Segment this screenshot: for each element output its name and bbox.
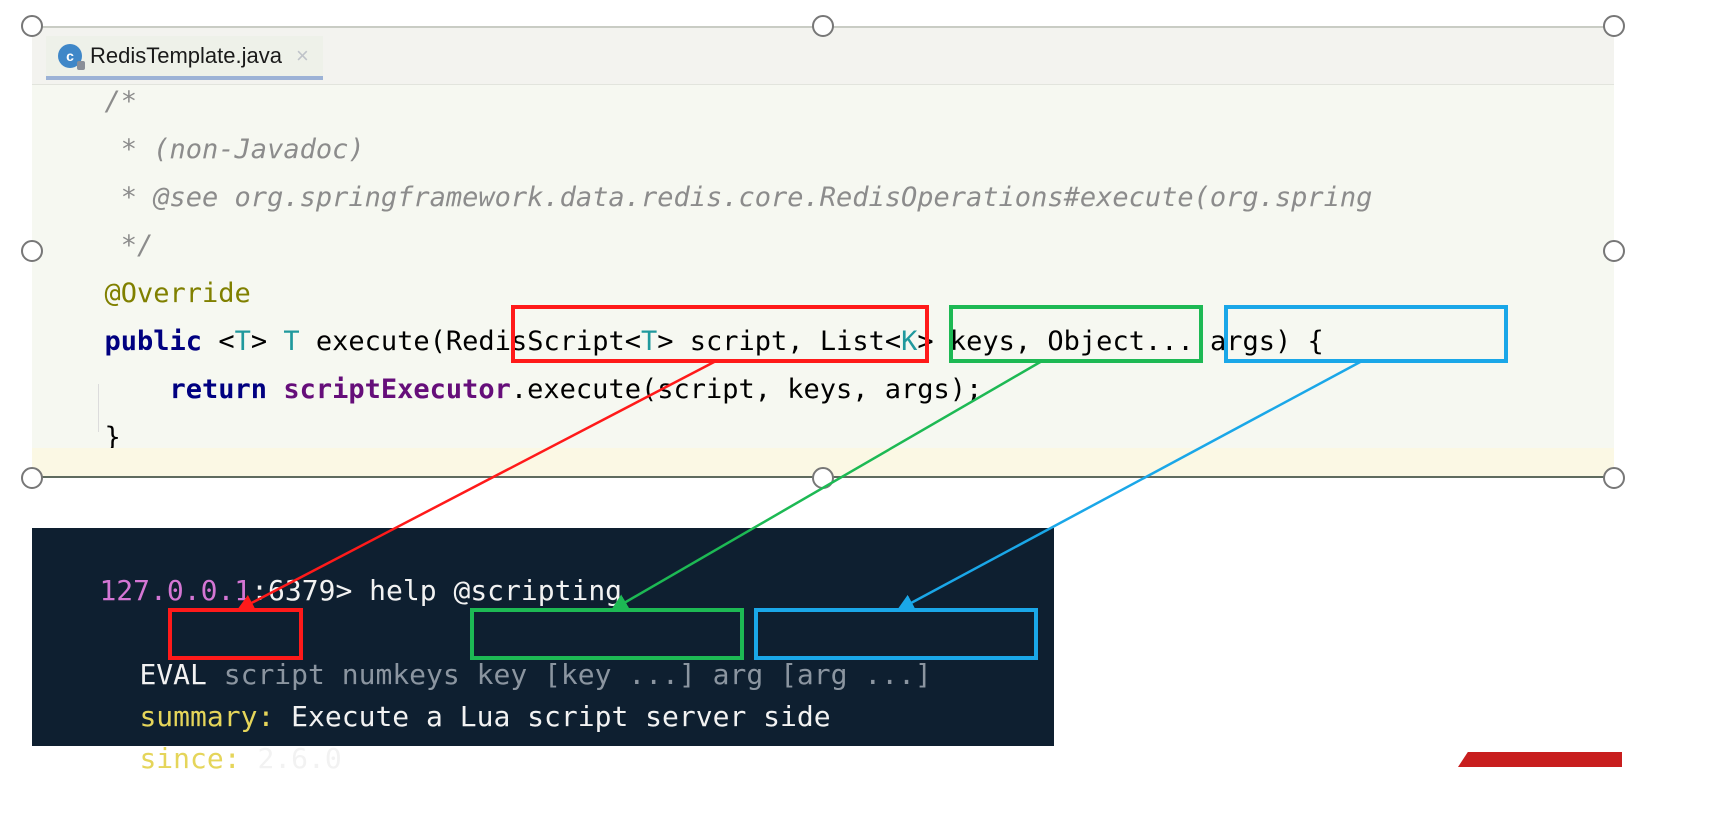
resize-handle-middle-right[interactable] bbox=[1603, 240, 1625, 262]
red-corner-decoration bbox=[1458, 752, 1622, 767]
code-token: * @see org.springframework.data.redis.co… bbox=[72, 182, 1373, 213]
code-token: > script, List< bbox=[657, 326, 902, 357]
resize-handle-top-right[interactable] bbox=[1603, 15, 1625, 37]
prompt-host: 127.0.0.1 bbox=[99, 574, 252, 607]
code-line: * (non-Javadoc) bbox=[72, 126, 365, 174]
close-icon[interactable]: × bbox=[295, 43, 309, 68]
prompt-port: :6379> bbox=[251, 574, 353, 607]
summary-line: summary: Execute a Lua script server sid… bbox=[72, 654, 830, 733]
tab-file-name: RedisTemplate.java bbox=[90, 43, 282, 68]
resize-handle-bottom-center[interactable] bbox=[812, 467, 834, 489]
eval-param-numkeys: numkeys bbox=[341, 658, 460, 691]
code-token: > bbox=[250, 326, 284, 357]
code-line: public <T> T execute(RedisScript<T> scri… bbox=[72, 318, 1324, 366]
since-value: 2.6.0 bbox=[240, 742, 342, 775]
code-token: < bbox=[218, 326, 235, 357]
code-editor-panel: c RedisTemplate.java × /* * (non-Javadoc… bbox=[32, 26, 1614, 478]
resize-handle-middle-left[interactable] bbox=[21, 240, 43, 262]
terminal-prompt-line: 127.0.0.1:6379> help @scripting bbox=[32, 528, 622, 607]
code-token: T bbox=[283, 326, 300, 357]
eval-param-args: arg [arg ...] bbox=[712, 658, 932, 691]
since-line: since: 2.6.0 bbox=[72, 696, 341, 775]
code-token: .execute(script, keys, args); bbox=[510, 374, 983, 405]
code-token: execute(RedisScript< bbox=[299, 326, 641, 357]
code-line: } bbox=[72, 414, 121, 462]
editor-tab-bar: c RedisTemplate.java × bbox=[32, 28, 1614, 85]
terminal-command: help @scripting bbox=[352, 574, 623, 607]
resize-handle-bottom-right[interactable] bbox=[1603, 467, 1625, 489]
summary-label: summary: bbox=[139, 700, 275, 733]
code-line: * @see org.springframework.data.redis.co… bbox=[72, 174, 1373, 222]
code-token: * (non-Javadoc) bbox=[72, 134, 365, 165]
summary-text: Execute a Lua script server side bbox=[274, 700, 831, 733]
code-token: /* bbox=[72, 86, 138, 117]
code-line: @Override bbox=[72, 270, 251, 318]
code-line: /* bbox=[72, 78, 138, 126]
eval-param-script: script bbox=[223, 658, 325, 691]
since-label: since: bbox=[139, 742, 241, 775]
code-token: T bbox=[234, 326, 251, 357]
code-area[interactable]: /* * (non-Javadoc) * @see org.springfram… bbox=[32, 84, 1614, 476]
eval-keyword: EVAL bbox=[139, 658, 207, 691]
code-token: > keys, Object... args) { bbox=[917, 326, 1324, 357]
code-token: K bbox=[901, 326, 918, 357]
java-class-icon: c bbox=[58, 44, 85, 70]
code-token: public bbox=[72, 326, 219, 357]
eval-param-keys: key [key ...] bbox=[476, 658, 696, 691]
code-line: */ bbox=[72, 222, 154, 270]
code-token: } bbox=[72, 422, 121, 453]
eval-signature-line: EVAL script numkeys key [key ...] arg [a… bbox=[72, 612, 931, 691]
code-token: T bbox=[641, 326, 658, 357]
editor-tab-redistemplate[interactable]: c RedisTemplate.java × bbox=[46, 36, 323, 80]
code-token: return bbox=[72, 374, 284, 405]
resize-handle-top-center[interactable] bbox=[812, 15, 834, 37]
resize-handle-top-left[interactable] bbox=[21, 15, 43, 37]
code-token: scriptExecutor bbox=[283, 374, 511, 405]
indent-guide bbox=[98, 384, 99, 432]
code-token: */ bbox=[72, 230, 154, 261]
code-token: @Override bbox=[72, 278, 251, 309]
redis-cli-terminal[interactable]: 127.0.0.1:6379> help @scripting EVAL scr… bbox=[32, 528, 1054, 775]
code-line: return scriptExecutor.execute(script, ke… bbox=[72, 366, 983, 414]
resize-handle-bottom-left[interactable] bbox=[21, 467, 43, 489]
